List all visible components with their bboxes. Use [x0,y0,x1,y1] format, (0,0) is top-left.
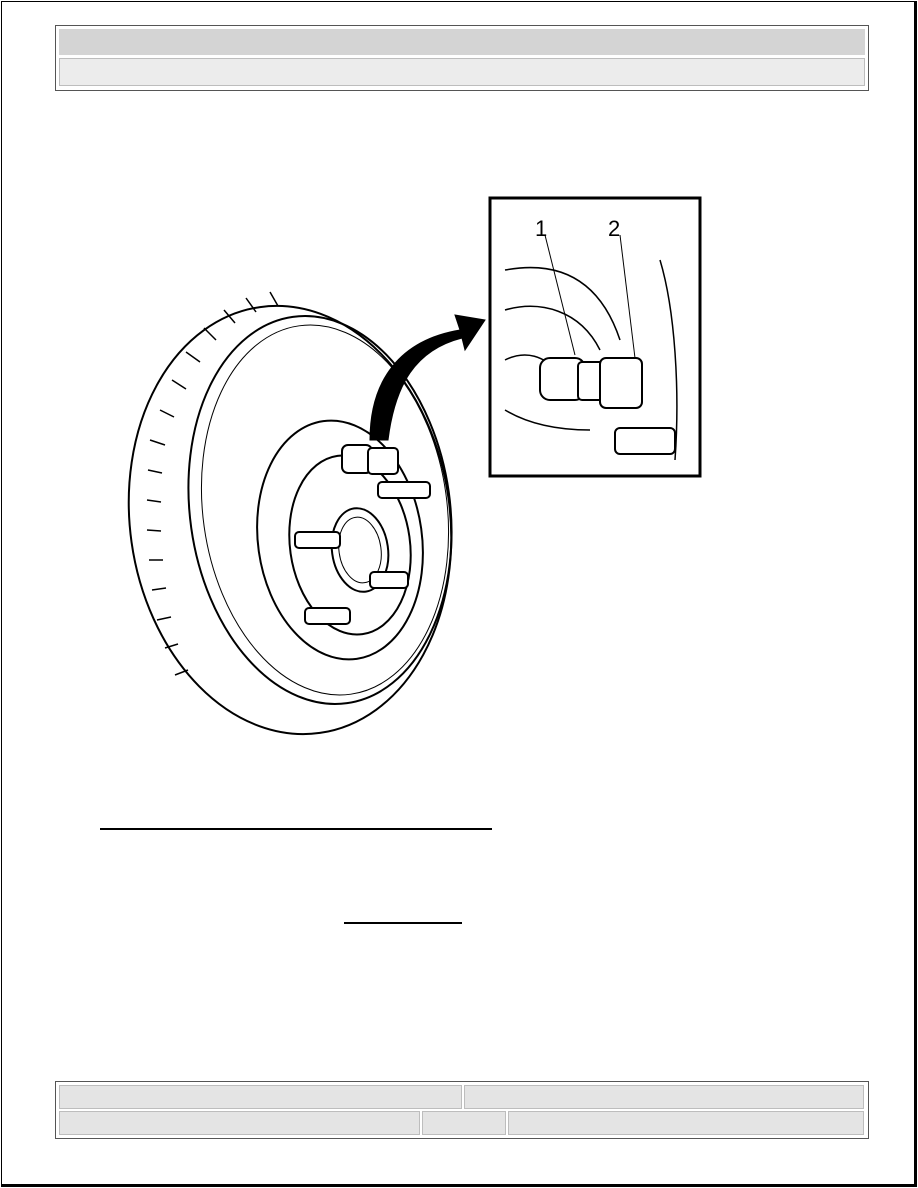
footer-left-top [59,1085,462,1109]
callout-1: 1 [535,216,547,241]
hub-outer [256,419,424,661]
brake-rotor-illustration: 1 2 [127,196,702,736]
header-subtitle [59,58,865,86]
footer-table [55,1081,869,1139]
footer-middle-bottom [422,1111,506,1135]
hub-flange [288,454,412,636]
rotor-outer-edge [127,304,453,736]
stud-with-nut [341,444,399,475]
detail-inset [488,196,702,478]
header-title [59,29,865,55]
rotor-inner-face [187,315,453,705]
wheel-studs [294,481,431,625]
link-rule [344,922,462,924]
footer-right-top [464,1085,864,1109]
header-table [55,25,869,91]
detail-arrow [369,314,486,441]
footer-left-bottom [59,1111,420,1135]
footer-right-bottom [508,1111,864,1135]
callout-2: 2 [608,216,620,241]
caption-rule [100,828,492,830]
rotor-vanes [146,291,279,676]
hub-bore [330,507,390,593]
